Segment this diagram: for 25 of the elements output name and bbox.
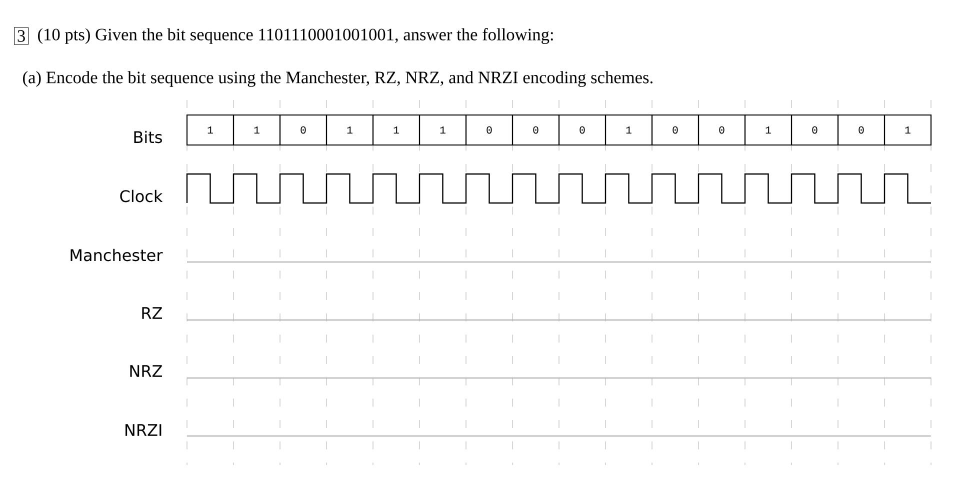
bit-cell: 1 xyxy=(744,114,792,146)
bit-cell: 0 xyxy=(651,114,700,146)
row-label: RZ xyxy=(142,307,162,319)
bit-cell: 1 xyxy=(372,114,420,146)
number-box: 3 xyxy=(14,27,29,45)
bit-cell: 1 xyxy=(186,114,234,146)
bit-cell: 0 xyxy=(698,114,746,146)
question-text: (a) Encode the bit sequence using the Manchester, RZ, NRZ, and NRZI encoding schemes. xyxy=(23,71,652,87)
bit-cell: 0 xyxy=(279,114,328,146)
row-label: NRZI xyxy=(126,424,162,436)
row-label: Manchester xyxy=(70,248,163,262)
row-label: Bits xyxy=(134,130,162,144)
question-text: (10 pts) Given the bit sequence 1101110001001001, answer the following: xyxy=(38,28,553,44)
bit-cell: 0 xyxy=(558,114,606,146)
row-label: NRZ xyxy=(130,365,162,377)
bit-cell: 0 xyxy=(790,114,839,146)
bit-cell: 0 xyxy=(837,114,886,146)
bit-cell: 0 xyxy=(512,114,560,146)
row-label: Clock xyxy=(120,190,163,202)
bit-cell: 1 xyxy=(604,114,653,146)
bit-cell: 1 xyxy=(326,114,374,146)
bit-cell: 0 xyxy=(465,114,514,146)
bit-cell: 1 xyxy=(418,114,467,146)
bit-cell: 1 xyxy=(232,114,281,146)
bit-cell: 1 xyxy=(884,114,932,146)
